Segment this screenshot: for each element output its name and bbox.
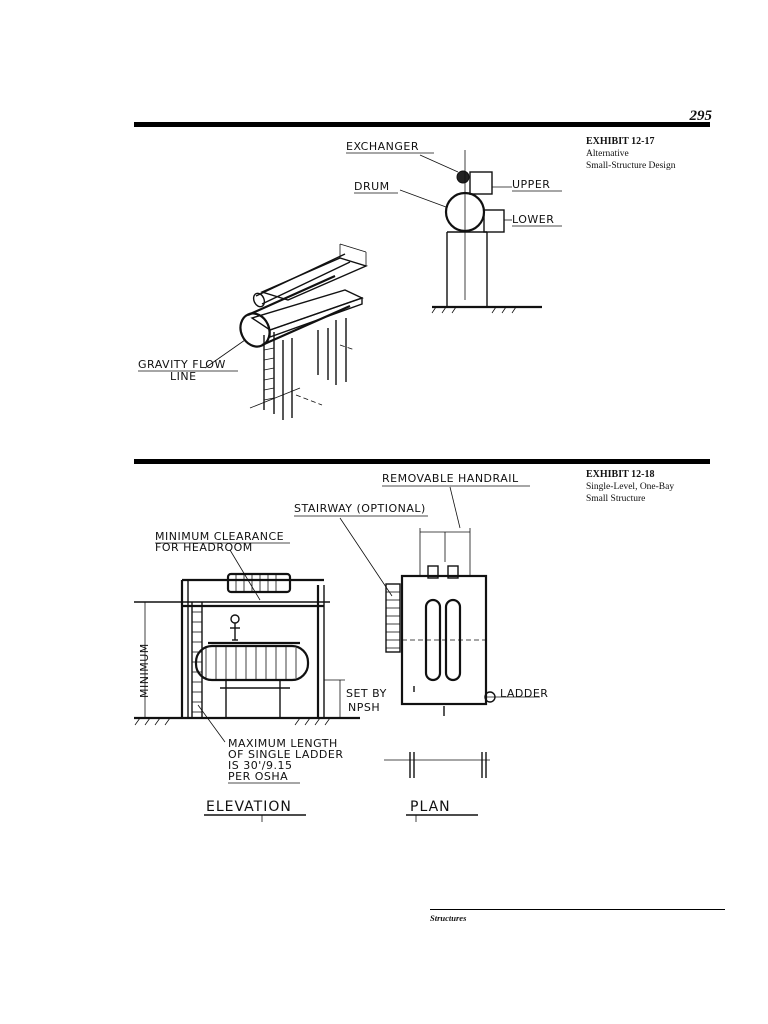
exhibit-subtitle-line: Alternative — [586, 149, 629, 159]
set-by-label: SET BY — [346, 687, 387, 700]
plan-title: PLAN — [410, 799, 451, 815]
upper-label: UPPER — [512, 178, 550, 191]
exhibit-12-18-caption: EXHIBIT 12-18 Single-Level, One-Bay Smal… — [586, 469, 726, 505]
ladder-label: LADDER — [500, 687, 548, 700]
max-length-label: MAXIMUM LENGTH — [228, 737, 338, 750]
gravity-flow-label-line2: LINE — [170, 370, 197, 383]
exhibit-subtitle-line: Small-Structure Design — [586, 161, 676, 171]
middle-rule — [134, 459, 710, 464]
stairway-label: STAIRWAY (OPTIONAL) — [294, 502, 426, 515]
page-number: 295 — [689, 108, 713, 124]
exhibit-subtitle-line: Single-Level, One-Bay — [586, 482, 675, 492]
exhibit-12-17-caption: EXHIBIT 12-17 Alternative Small-Structur… — [586, 136, 726, 172]
drum-label: DRUM — [354, 180, 390, 193]
max-length-label-line2: OF SINGLE LADDER — [228, 748, 343, 761]
minimum-dimension-label: MINIMUM — [138, 643, 151, 698]
gravity-flow-label: GRAVITY FLOW — [138, 358, 226, 371]
min-clearance-label: MINIMUM CLEARANCE — [155, 530, 284, 543]
footer-section-title: Structures — [430, 913, 467, 923]
removable-handrail-label: REMOVABLE HANDRAIL — [382, 472, 519, 485]
exhibit-title: EXHIBIT 12-18 — [586, 469, 655, 480]
side-elevation-drawing — [399, 150, 542, 314]
elevation-title: ELEVATION — [206, 799, 292, 815]
max-length-label-line4: PER OSHA — [228, 770, 288, 783]
exhibit-subtitle-line: Small Structure — [586, 494, 646, 504]
elevation-drawing — [134, 549, 360, 743]
exhibit-title: EXHIBIT 12-17 — [586, 136, 655, 147]
max-length-label-line3: IS 30'/9.15 — [228, 759, 292, 772]
min-clearance-label-line2: FOR HEADROOM — [155, 541, 253, 554]
plan-drawing — [339, 486, 540, 778]
top-rule — [134, 122, 710, 127]
isometric-structure-drawing — [239, 243, 369, 420]
exchanger-label: EXCHANGER — [346, 140, 419, 153]
lower-label: LOWER — [512, 213, 554, 226]
footer-rule — [430, 909, 725, 910]
npsh-label: NPSH — [348, 701, 380, 714]
